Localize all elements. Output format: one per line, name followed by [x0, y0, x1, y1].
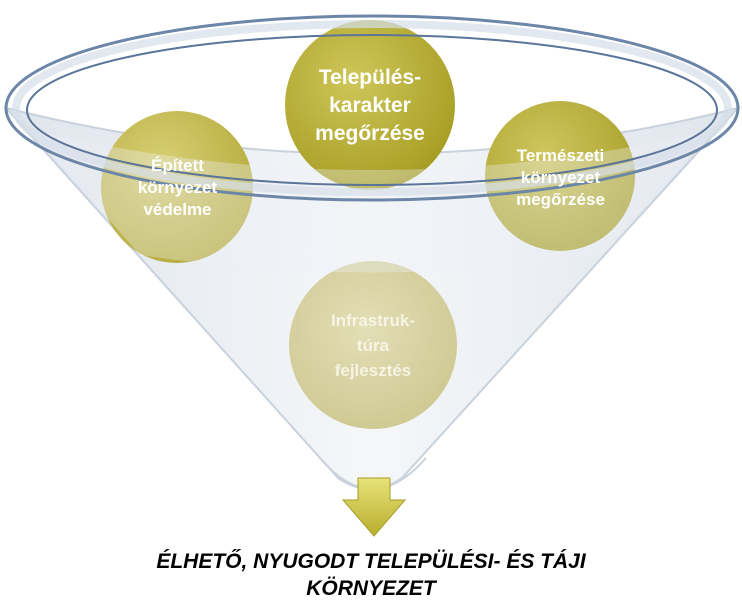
funnel-rim-inner: [26, 34, 718, 186]
caption-line-1: ÉLHETŐ, NYUGODT TELEPÜLÉSI- ÉS TÁJI: [156, 550, 586, 573]
circle-infra: [289, 261, 457, 429]
circle-label-epitett: Épített környezet védelme: [137, 156, 218, 219]
funnel-rim-highlight: [12, 20, 732, 196]
caption-line-2: KÖRNYEZET: [306, 577, 436, 600]
funnel-rim-outer: [4, 14, 740, 202]
circle-telepules: [285, 20, 455, 190]
down-arrow: [341, 477, 407, 537]
circle-label-telepules: Település- karakter megőrzése: [315, 66, 425, 145]
circle-label-infra: Infrastruk- túra fejlesztés: [330, 310, 416, 380]
circle-label-termeszeti: Természeti környezet megőrzése: [516, 146, 605, 209]
caption: ÉLHETŐ, NYUGODT TELEPÜLÉSI- ÉS TÁJI KÖRN…: [0, 548, 742, 602]
